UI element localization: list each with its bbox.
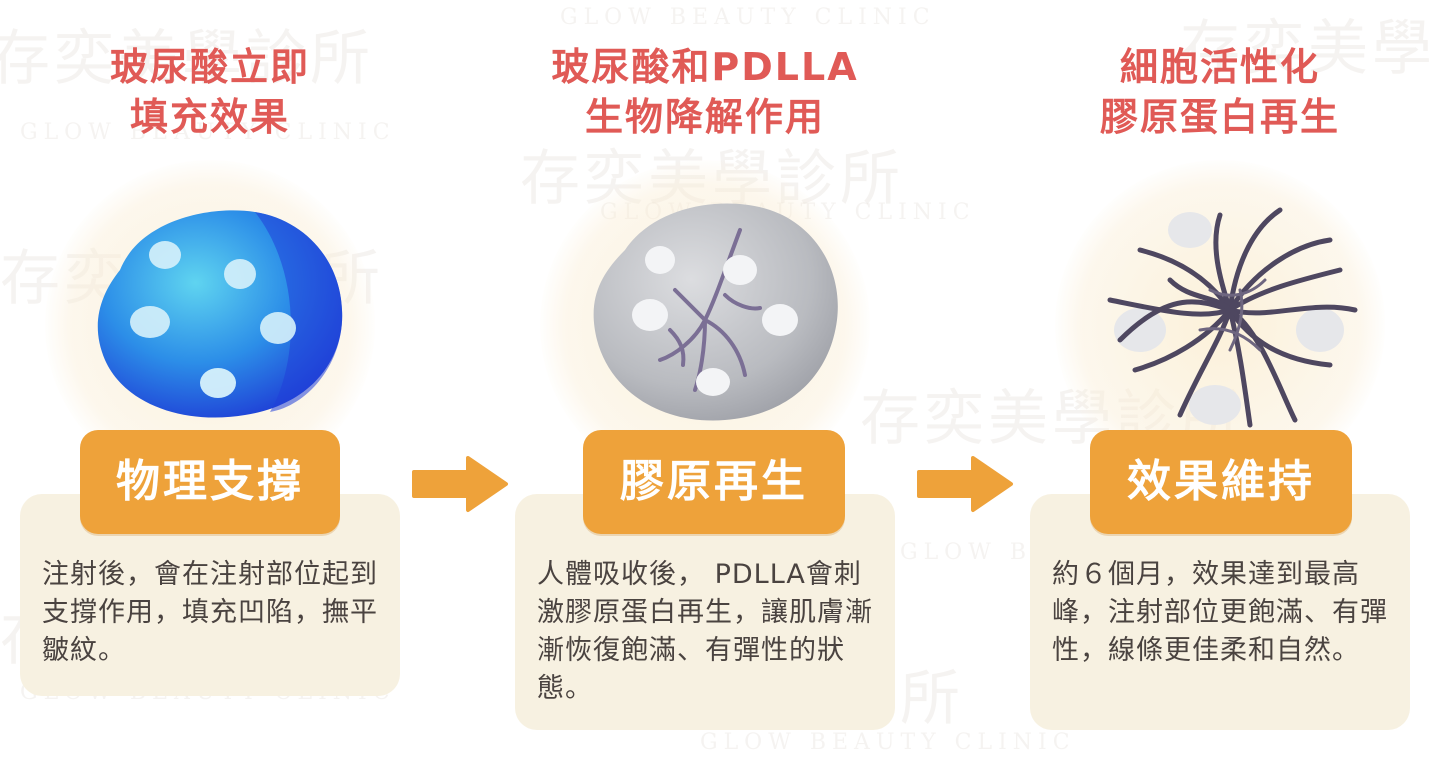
label-physical-support: 物理支撐 <box>80 430 340 534</box>
gray-sphere-with-fibers-icon <box>593 203 838 421</box>
description-text: 人體吸收後， PDLLA會刺激膠原蛋白再生，讓肌膚漸漸恢復飽滿、有彈性的狀態。 <box>537 559 873 704</box>
stage-title-line1: 玻尿酸立即 <box>109 45 310 89</box>
stage-title: 細胞活性化 膠原蛋白再生 <box>1030 42 1410 142</box>
watermark-brand-en: GLOW BEAUTY CLINIC <box>560 5 936 30</box>
collagen-fiber-cluster-icon <box>1107 207 1358 428</box>
stage-title-line1: 細胞活性化 <box>1119 45 1320 89</box>
description-text: 約６個月，效果達到最高峰，注射部位更飽滿、有彈性，線條更佳柔和自然。 <box>1052 559 1388 666</box>
watermark-brand-en: GLOW BEAUTY CLINIC <box>700 730 1076 755</box>
right-arrow-icon <box>917 456 1013 512</box>
label-effect-maintained: 效果維持 <box>1090 430 1352 534</box>
description-text: 注射後，會在注射部位起到支撐作用，填充凹陷，撫平皺紋。 <box>42 559 378 666</box>
right-arrow-icon <box>412 456 508 512</box>
stage-title: 玻尿酸和PDLLA 生物降解作用 <box>515 42 895 142</box>
label-collagen-regeneration: 膠原再生 <box>583 430 845 534</box>
stage-title-line2: 填充效果 <box>129 95 290 139</box>
stage-title: 玻尿酸立即 填充效果 <box>20 42 400 142</box>
stage-title-line2: 生物降解作用 <box>584 95 825 139</box>
stage-title-line2: 膠原蛋白再生 <box>1099 95 1340 139</box>
stage-title-line1: 玻尿酸和PDLLA <box>551 45 859 89</box>
blue-filler-sphere-icon <box>97 210 343 418</box>
